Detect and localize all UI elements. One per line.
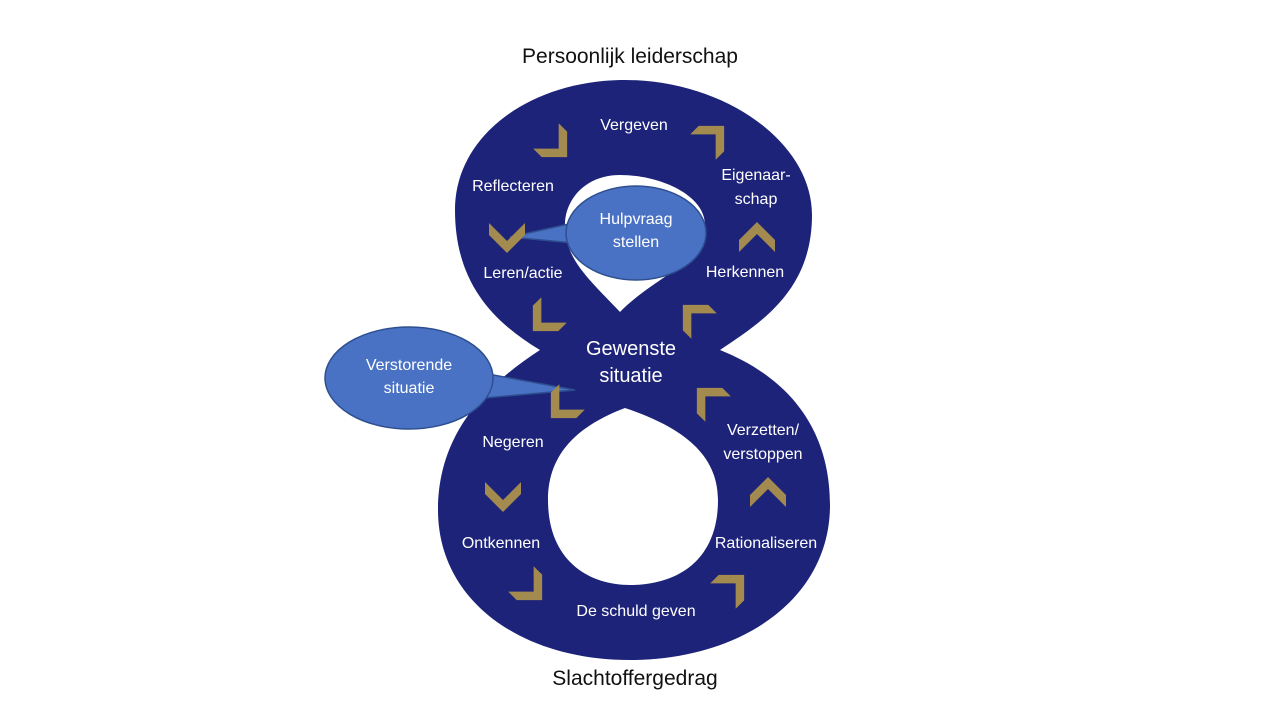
chevron-arrow-icon: [508, 566, 543, 601]
chevron-arrow-icon: [710, 574, 745, 609]
step-ontkennen: Ontkennen: [461, 535, 541, 552]
chevron-arrow-icon: [682, 304, 717, 339]
help-bubble: [509, 185, 707, 281]
help-bubble-label: Hulpvraag stellen: [599, 211, 673, 251]
step-negeren: Negeren: [482, 434, 544, 451]
chevron-arrow-icon: [485, 482, 521, 512]
step-herkennen: Herkennen: [705, 264, 785, 281]
chevron-arrow-icon: [489, 223, 525, 253]
chevron-arrow-icon: [550, 384, 585, 419]
center-label: Gewenste situatie: [585, 338, 677, 387]
step-verzetten-verstoppen: Verzetten/ verstoppen: [723, 422, 803, 463]
step-reflecteren: Reflecteren: [472, 178, 554, 195]
chevron-arrow-icon: [750, 477, 786, 507]
chevron-arrow-icon: [739, 222, 775, 252]
step-rationaliseren: Rationaliseren: [714, 535, 818, 552]
disturb-bubble-label: Verstorende situatie: [365, 357, 453, 397]
figure-eight-band: [438, 79, 830, 660]
bottom-title: Slachtoffergedrag: [552, 667, 718, 690]
step-leren-actie: Leren/actie: [483, 265, 563, 282]
chevron-arrow-icon: [696, 387, 731, 422]
chevron-arrow-icon: [532, 297, 567, 332]
top-title: Persoonlijk leiderschap: [522, 45, 738, 68]
flow-chevrons: [485, 123, 786, 609]
chevron-arrow-icon: [690, 125, 725, 160]
chevron-arrow-icon: [533, 123, 568, 158]
step-vergeven: Vergeven: [600, 117, 668, 134]
step-de-schuld-geven: De schuld geven: [576, 603, 696, 620]
step-eigenaarschap: Eigenaar- schap: [721, 167, 791, 208]
